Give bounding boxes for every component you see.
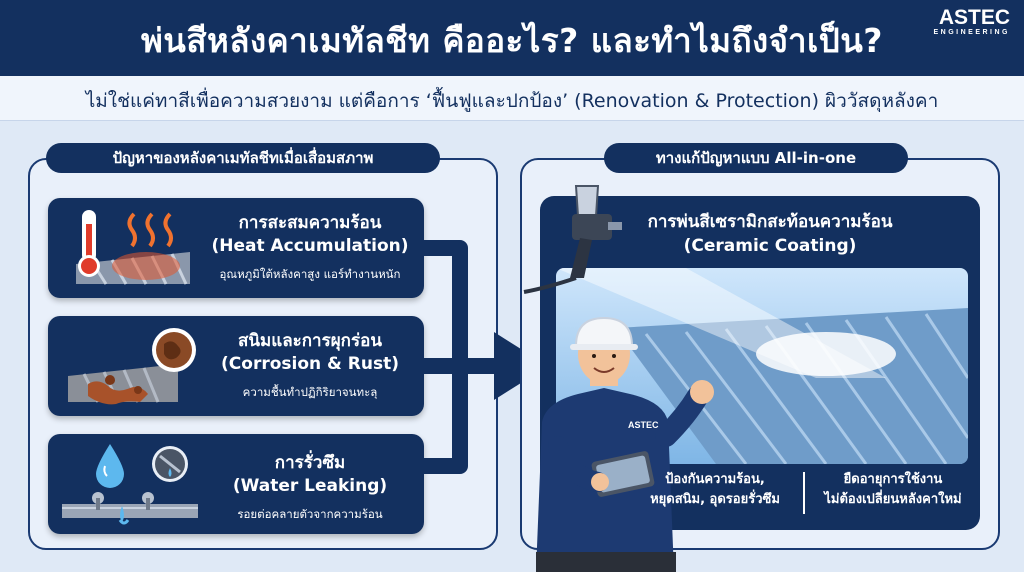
rust-title-en: (Corrosion & Rust) bbox=[221, 354, 399, 374]
rust-icon bbox=[68, 328, 196, 405]
benefit-lifespan-line2: ไม่ต้องเปลี่ยนหลังคาใหม่ bbox=[824, 492, 962, 507]
water-drop-icon bbox=[62, 444, 198, 525]
heat-description: อุณหภูมิใต้หลังคาสูง แอร์ทำงานหนัก bbox=[219, 267, 401, 281]
problem-card-rust: สนิมและการผุกร่อน (Corrosion & Rust) ความ… bbox=[48, 316, 424, 416]
page-subtitle: ไม่ใช่แค่ทาสีเพื่อความสวยงาม แต่คือการ ‘… bbox=[85, 90, 939, 112]
worker-illustration: ASTEC bbox=[536, 316, 714, 572]
page-title: พ่นสีหลังคาเมทัลชีท คืออะไร? และทำไมถึงจ… bbox=[141, 21, 883, 60]
solution-title: การพ่นสีเซรามิกสะท้อนความร้อน (Ceramic Co… bbox=[570, 210, 970, 258]
leak-title-en: (Water Leaking) bbox=[232, 476, 388, 496]
problems-label: ปัญหาของหลังคาเมทัลชีทเมื่อเสื่อมสภาพ bbox=[46, 143, 440, 173]
leak-title-th: การรั่วซึม bbox=[274, 453, 346, 473]
thermometer-heat-icon bbox=[76, 210, 190, 285]
subtitle-bar bbox=[0, 76, 1024, 121]
solution-label: ทางแก้ปัญหาแบบ All-in-one bbox=[604, 143, 908, 173]
shirt-logo: ASTEC bbox=[628, 420, 659, 430]
rust-title: สนิมและการผุกร่อน (Corrosion & Rust) bbox=[198, 330, 422, 376]
benefit-protect-line2: หยุดสนิม, อุดรอยรั่วซึม bbox=[650, 492, 780, 507]
solution-title-en: (Ceramic Coating) bbox=[683, 236, 857, 256]
brand-logo: ASTEC ENGINEERING bbox=[933, 6, 1010, 37]
problem-card-heat: การสะสมความร้อน (Heat Accumulation) อุณหภ… bbox=[48, 198, 424, 298]
benefit-divider bbox=[803, 472, 805, 514]
heat-title-en: (Heat Accumulation) bbox=[211, 236, 409, 256]
heat-title: การสะสมความร้อน (Heat Accumulation) bbox=[198, 212, 422, 258]
header-bar bbox=[0, 0, 1024, 76]
connector-arrow bbox=[424, 240, 548, 474]
benefit-protect-line1: ป้องกันความร้อน, bbox=[665, 472, 765, 487]
leak-description: รอยต่อคลายตัวจากความร้อน bbox=[237, 507, 383, 521]
rust-title-th: สนิมและการผุกร่อน bbox=[238, 331, 382, 351]
problem-card-leak: การรั่วซึม (Water Leaking) รอยต่อคลายตัวจ… bbox=[48, 434, 424, 534]
benefit-lifespan-line1: ยืดอายุการใช้งาน bbox=[843, 472, 943, 487]
rust-description: ความชื้นทำปฏิกิริยาจนทะลุ bbox=[242, 385, 378, 399]
spray-gun-icon bbox=[523, 185, 622, 294]
benefit-protect: ป้องกันความร้อน, หยุดสนิม, อุดรอยรั่วซึม bbox=[628, 470, 802, 510]
leak-title: การรั่วซึม (Water Leaking) bbox=[198, 452, 422, 498]
heat-title-th: การสะสมความร้อน bbox=[238, 213, 382, 233]
logo-text: ASTEC bbox=[938, 6, 1010, 29]
solution-title-th: การพ่นสีเซรามิกสะท้อนความร้อน bbox=[647, 212, 893, 232]
benefit-lifespan: ยืดอายุการใช้งาน ไม่ต้องเปลี่ยนหลังคาใหม… bbox=[806, 470, 980, 510]
logo-subtext: ENGINEERING bbox=[933, 29, 1010, 36]
